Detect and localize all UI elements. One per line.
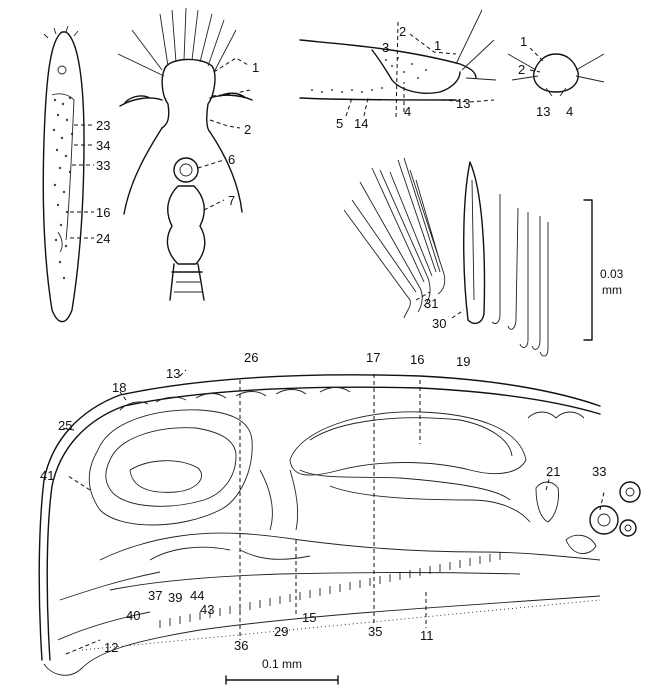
label-25: 25 — [58, 418, 72, 433]
scale-bar-label: 0.1 mm — [262, 657, 302, 671]
label-3-c: 3 — [382, 40, 389, 55]
label-41: 41 — [40, 468, 54, 483]
label-13-c: 13 — [456, 96, 470, 111]
label-19: 19 — [456, 354, 470, 369]
label-30: 30 — [432, 316, 446, 331]
label-26: 26 — [244, 350, 258, 365]
label-39: 39 — [168, 590, 182, 605]
label-15: 15 — [302, 610, 316, 625]
setae-figure: 31 30 0.03 mm — [343, 157, 624, 357]
label-4-c: 4 — [404, 104, 411, 119]
scale-unit: mm — [602, 283, 622, 297]
label-34: 34 — [96, 138, 110, 153]
label-21: 21 — [546, 464, 560, 479]
label-1: 1 — [252, 60, 259, 75]
cross-section-figure: 1 2 13 4 — [507, 34, 605, 119]
label-31: 31 — [424, 296, 438, 311]
label-40: 40 — [126, 608, 140, 623]
label-44: 44 — [190, 588, 204, 603]
scale-value: 0.03 — [600, 267, 624, 281]
label-24: 24 — [96, 231, 110, 246]
label-13-d: 13 — [536, 104, 550, 119]
label-1-c: 1 — [434, 38, 441, 53]
label-29: 29 — [274, 624, 288, 639]
label-23: 23 — [96, 118, 110, 133]
label-2: 2 — [244, 122, 251, 137]
label-7: 7 — [228, 193, 235, 208]
label-14-c: 14 — [354, 116, 368, 131]
head-cirri-figure: 1 2 6 7 — [117, 7, 259, 301]
label-13-f: 13 — [166, 366, 180, 381]
label-17: 17 — [366, 350, 380, 365]
label-18: 18 — [112, 380, 126, 395]
whole-body-figure: 23 34 33 16 24 — [42, 25, 110, 323]
label-12: 12 — [104, 640, 118, 655]
label-36: 36 — [234, 638, 248, 653]
label-11: 11 — [420, 628, 434, 643]
label-2-d: 2 — [518, 62, 525, 77]
sagittal-section-figure: 26 17 16 19 13 18 25 41 21 33 37 39 44 4… — [38, 350, 641, 685]
label-1-d: 1 — [520, 34, 527, 49]
lateral-detail-figure: 2 3 1 4 5 14 13 — [299, 9, 497, 131]
label-2-c: 2 — [399, 24, 406, 39]
label-37: 37 — [148, 588, 162, 603]
label-43: 43 — [200, 602, 214, 617]
label-16: 16 — [96, 205, 110, 220]
label-6: 6 — [228, 152, 235, 167]
label-4-d: 4 — [566, 104, 573, 119]
label-16-f: 16 — [410, 352, 424, 367]
label-5-c: 5 — [336, 116, 343, 131]
label-35: 35 — [368, 624, 382, 639]
label-33-f: 33 — [592, 464, 606, 479]
label-33: 33 — [96, 158, 110, 173]
